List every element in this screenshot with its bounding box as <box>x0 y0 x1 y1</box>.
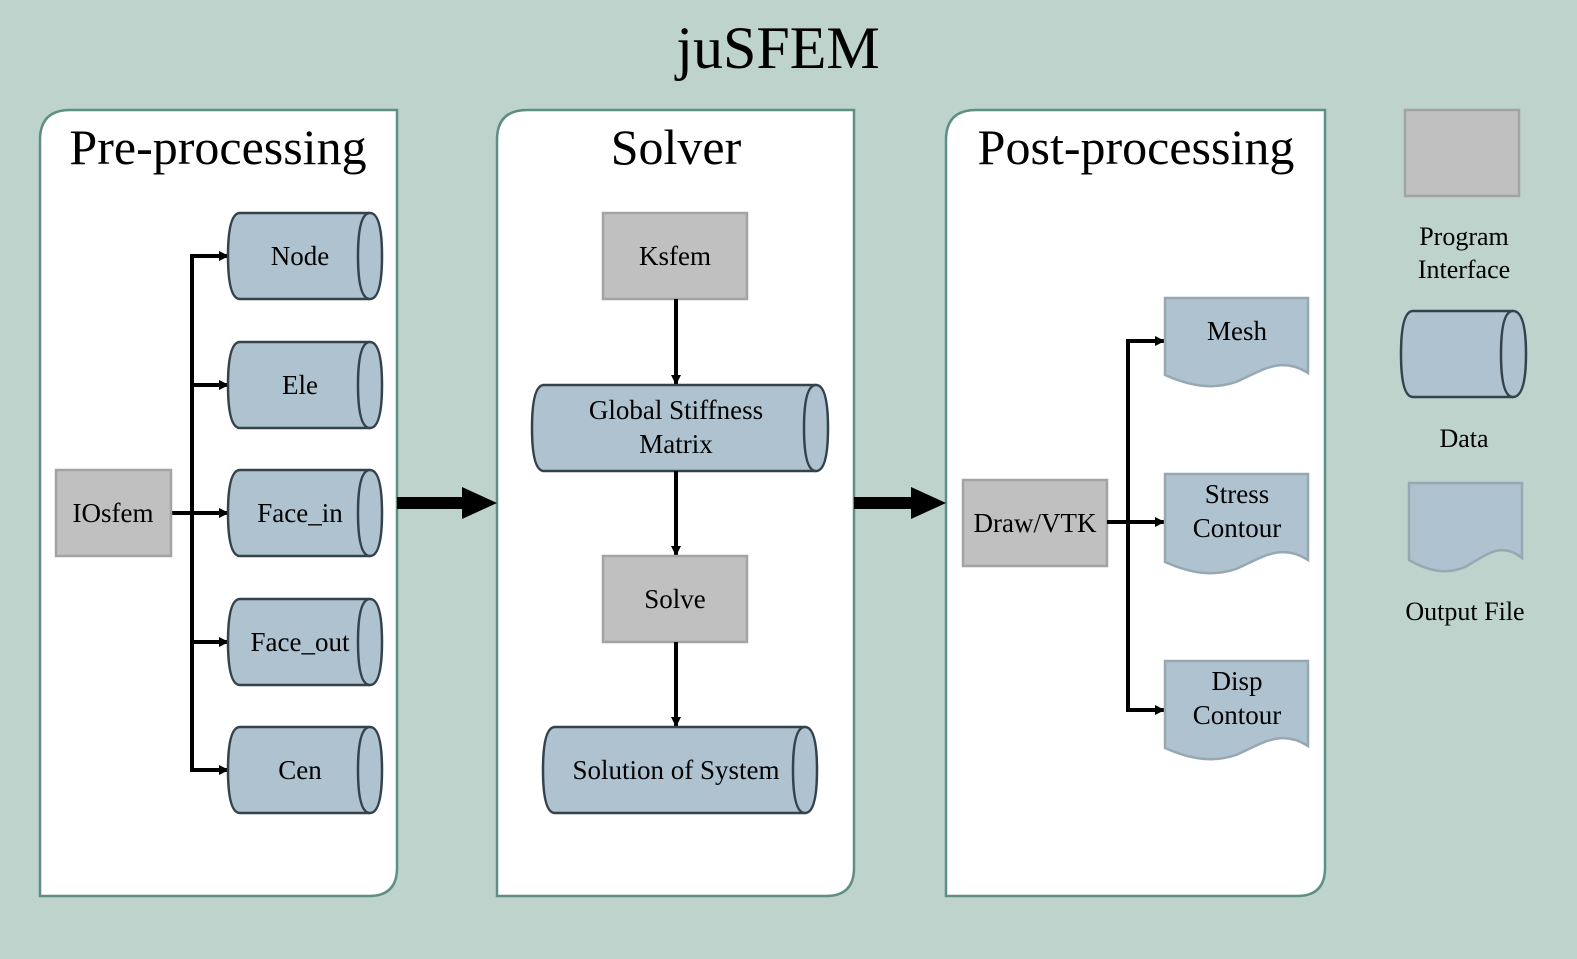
node-data-store: Node <box>226 211 384 301</box>
ele-data-store: Ele <box>226 340 384 430</box>
ele-label: Ele <box>282 370 318 400</box>
pre-to-solver-arrow <box>397 487 497 519</box>
global-stiffness-matrix-store: Global Stiffness Matrix <box>530 383 830 473</box>
solve-label: Solve <box>644 584 706 614</box>
face-in-label: Face_in <box>257 498 343 528</box>
ksfem-label: Ksfem <box>639 241 711 271</box>
diagram-title: juSFEM <box>674 15 879 81</box>
ksfem-box <box>601 211 749 301</box>
stress-contour-output-file: Stress Contour <box>1163 472 1310 575</box>
node-label: Node <box>271 241 329 271</box>
disp-contour-output-file: Disp Contour <box>1163 659 1310 761</box>
legend-data-swatch <box>1399 309 1528 399</box>
solution-of-system-label: Solution of System <box>572 755 779 785</box>
mesh-label: Mesh <box>1207 316 1267 346</box>
legend-program-label-line2: Interface <box>1418 255 1510 284</box>
legend-program-interface-swatch <box>1403 108 1521 198</box>
face-out-label: Face_out <box>251 627 350 657</box>
face-out-data-store: Face_out <box>226 597 384 687</box>
stress-contour-label-line1: Stress <box>1205 479 1270 509</box>
solution-of-system-store: Solution of System <box>541 725 819 815</box>
stress-contour-label-line2: Contour <box>1193 513 1282 543</box>
draw-vtk-box <box>961 478 1109 568</box>
solver-to-post-arrow <box>854 487 946 519</box>
disp-contour-label-line2: Contour <box>1193 700 1282 730</box>
global-stiffness-label-line2: Matrix <box>639 429 713 459</box>
global-stiffness-label-line1: Global Stiffness <box>589 395 763 425</box>
disp-contour-label-line1: Disp <box>1211 666 1262 696</box>
draw-vtk-label: Draw/VTK <box>974 508 1097 538</box>
mesh-output-file: Mesh <box>1163 296 1310 388</box>
cen-label: Cen <box>278 755 322 785</box>
legend-output-file-swatch <box>1407 481 1524 573</box>
legend-data-label: Data <box>1439 424 1489 453</box>
solve-box <box>601 554 749 644</box>
legend-program-label-line1: Program <box>1419 222 1509 251</box>
preprocessing-panel <box>38 108 399 898</box>
legend-output-label: Output File <box>1405 597 1524 626</box>
postprocessing-title: Post-processing <box>978 119 1295 175</box>
iosfem-label: IOsfem <box>73 498 154 528</box>
face-in-data-store: Face_in <box>226 468 384 558</box>
iosfem-box <box>54 468 173 558</box>
preprocessing-title: Pre-processing <box>69 119 366 175</box>
solver-title: Solver <box>611 119 742 175</box>
cen-data-store: Cen <box>226 725 384 815</box>
